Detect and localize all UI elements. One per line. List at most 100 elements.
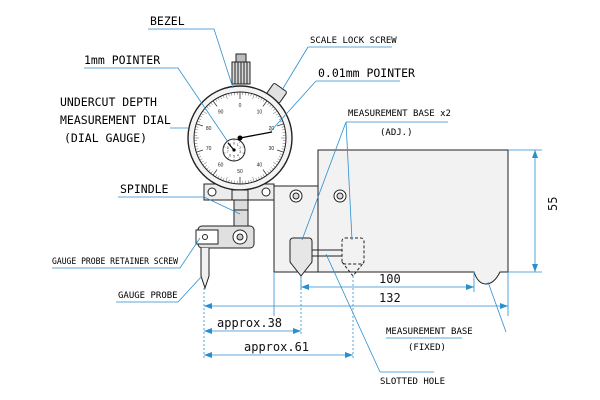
label-gauge-probe: GAUGE PROBE xyxy=(118,291,178,301)
dial-tick xyxy=(197,120,201,123)
dial-tick xyxy=(196,123,204,127)
dimension-lines xyxy=(203,149,542,360)
dial-number: 40 xyxy=(257,163,263,169)
dial-tick xyxy=(220,96,222,100)
dial-number: 0 xyxy=(239,103,242,109)
label-bezel: BEZEL xyxy=(150,14,185,28)
dial-tick xyxy=(225,176,228,182)
small-dial-tick xyxy=(239,157,241,160)
dial-tick xyxy=(195,126,199,128)
dial-tick xyxy=(250,93,252,97)
dial-tick xyxy=(208,169,211,172)
dial-tick xyxy=(278,156,282,158)
leader-lines xyxy=(52,28,507,373)
dial-tick xyxy=(231,92,233,96)
label-measurement-base-fixed-line1: MEASUREMENT BASE xyxy=(386,327,473,337)
label-measurement-base-adj-line1: MEASUREMENT BASE x2 xyxy=(348,109,451,119)
dial-tick xyxy=(255,177,258,181)
dial-tick xyxy=(273,110,278,115)
dial-tick xyxy=(206,106,209,109)
small-dial-number: 2 xyxy=(239,146,241,150)
dial-tick xyxy=(260,97,263,101)
dial-tick xyxy=(217,97,220,101)
dial-tick xyxy=(217,175,220,179)
small-dial-number: 4 xyxy=(237,153,239,157)
small-dial-tick xyxy=(223,146,226,148)
dial-tick xyxy=(247,92,249,96)
dial-tick xyxy=(228,93,230,97)
dial-tick xyxy=(278,118,282,120)
dial-tick xyxy=(282,145,286,147)
gauge-probe-tip xyxy=(200,248,210,290)
dim-approx-61: approx.61 xyxy=(244,340,309,354)
dial-tick xyxy=(281,126,285,128)
dial-tick xyxy=(258,176,260,180)
dial-tick xyxy=(279,120,283,123)
small-dial-tick xyxy=(242,146,245,148)
dial-tick xyxy=(273,161,278,166)
dim-overall-length-132: 132 xyxy=(379,291,401,305)
dial-tick xyxy=(202,110,207,115)
small-dial-tick xyxy=(223,152,226,154)
dial-tick xyxy=(273,165,276,168)
dial-tick xyxy=(196,149,204,153)
probe-holder xyxy=(195,225,255,249)
dial-tick xyxy=(277,115,281,118)
dial-number: 50 xyxy=(237,169,243,175)
dial-tick xyxy=(269,104,272,107)
dial-tick xyxy=(281,148,285,150)
dial-tick xyxy=(262,169,268,176)
label-undercut-line2: MEASUREMENT DIAL xyxy=(60,113,171,127)
dial-tick xyxy=(282,129,286,131)
dial-tick xyxy=(260,175,263,179)
dial-tick xyxy=(228,179,230,183)
dial-tick xyxy=(210,171,213,174)
dial-number: 30 xyxy=(269,146,275,152)
dial-tick xyxy=(276,113,279,116)
dial-tick xyxy=(252,94,255,100)
dial-tick xyxy=(262,100,268,107)
dial-tick xyxy=(277,158,281,161)
measurement-base-adj-solid xyxy=(289,237,342,277)
dial-tick xyxy=(231,180,233,184)
dial-number: 20 xyxy=(269,126,275,132)
dial-tick xyxy=(262,99,265,102)
small-dial-tick xyxy=(242,152,245,154)
label-001mm-pointer: 0.01mm POINTER xyxy=(318,66,415,80)
dial-tick xyxy=(269,169,272,172)
dial-tick xyxy=(247,180,249,184)
small-dial-number: 1 xyxy=(237,143,239,147)
label-measurement-base-adj-line2: (ADJ.) xyxy=(380,128,413,138)
small-dial-number: 8 xyxy=(227,146,229,150)
dial-tick xyxy=(276,149,284,153)
dial-tick xyxy=(279,153,283,156)
label-slotted-hole: SLOTTED HOLE xyxy=(380,377,445,387)
dial-number: 60 xyxy=(218,163,224,169)
dial-tick xyxy=(222,177,225,181)
dial-tick xyxy=(212,100,218,107)
dial-tick xyxy=(250,179,252,183)
dial-tick xyxy=(267,171,270,174)
dim-height-55: 55 xyxy=(546,197,560,211)
dial-tick xyxy=(204,165,207,168)
dial-tick xyxy=(201,160,204,163)
dial-tick xyxy=(212,169,218,176)
dial-tick xyxy=(206,167,209,170)
small-dial-number: 3 xyxy=(239,150,241,154)
body-screw-left xyxy=(289,189,303,203)
dial-tick xyxy=(198,156,202,158)
small-dial-number: 6 xyxy=(229,153,231,157)
dial-tick xyxy=(194,129,198,131)
dial-number: 80 xyxy=(206,126,212,132)
dial-tick xyxy=(222,95,225,99)
dial-tick xyxy=(255,95,258,99)
dial-tick xyxy=(271,167,274,170)
dial-tick xyxy=(276,123,284,127)
dial-tick xyxy=(202,161,207,166)
body-screw-right xyxy=(333,189,347,203)
dial-tick xyxy=(225,94,228,100)
label-undercut-line3: (DIAL GAUGE) xyxy=(64,131,147,145)
